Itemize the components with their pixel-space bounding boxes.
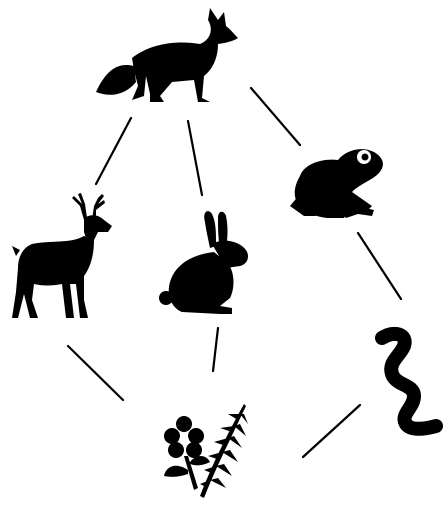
rabbit-icon <box>159 211 248 314</box>
edge-frog-worm <box>358 233 401 299</box>
edge-fox-rabbit <box>188 121 202 195</box>
plant-icon <box>164 404 248 498</box>
worm-icon <box>382 334 436 429</box>
edge-worm-plants <box>303 405 360 457</box>
edge-fox-deer <box>96 118 131 184</box>
fox-icon <box>96 8 238 102</box>
edge-rabbit-plants <box>213 328 218 371</box>
frog-icon <box>290 149 383 218</box>
edge-fox-frog <box>251 88 300 145</box>
edge-deer-plants <box>68 346 123 400</box>
deer-icon <box>12 193 112 318</box>
